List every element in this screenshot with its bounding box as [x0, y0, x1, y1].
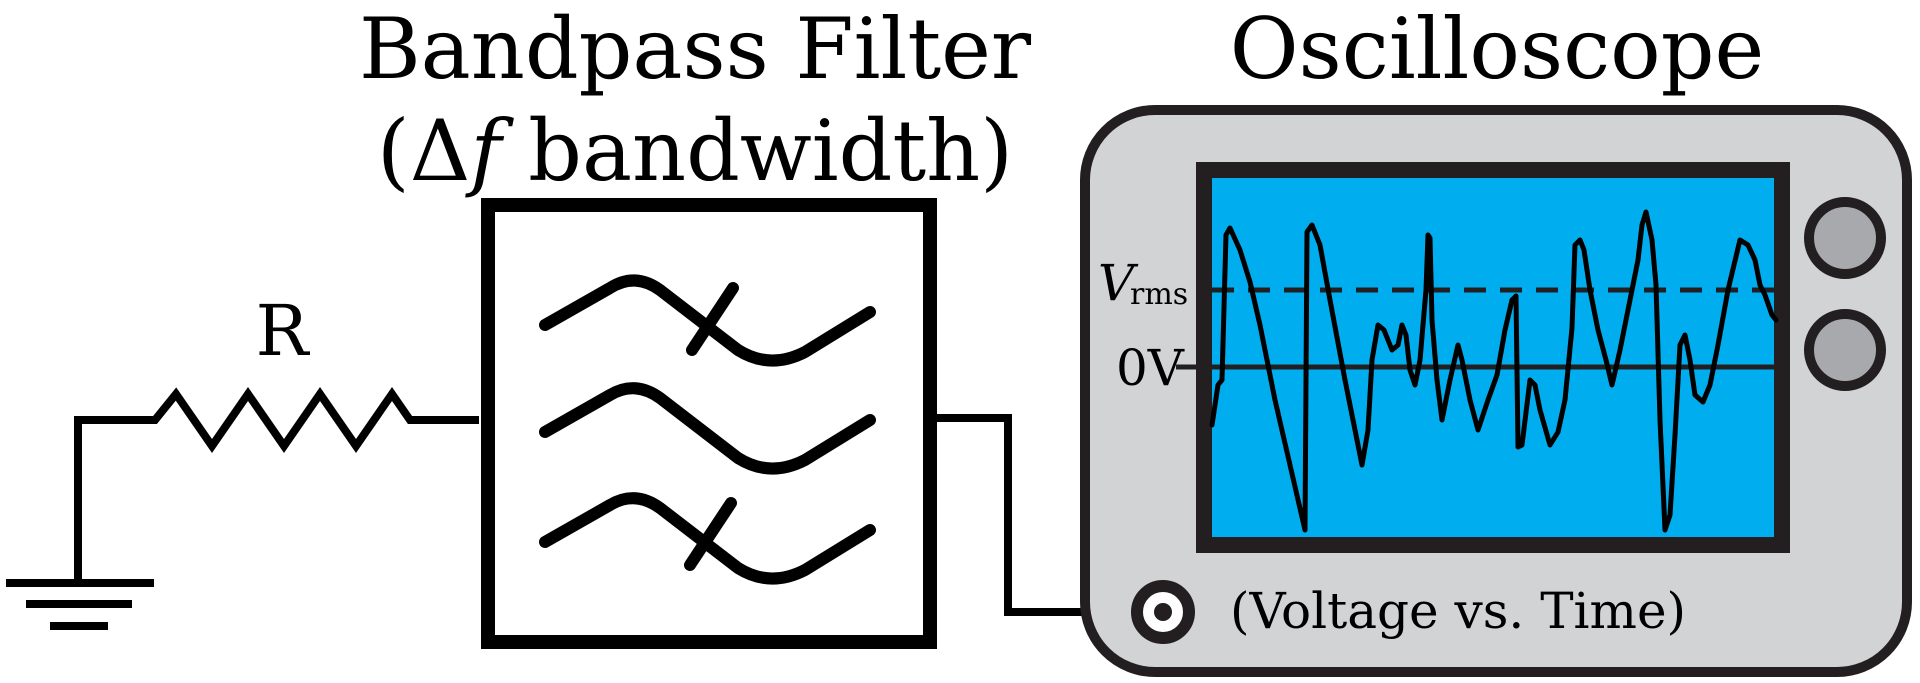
zero-volt-label: 0V — [1116, 339, 1185, 397]
vrms-label: V — [1098, 254, 1139, 312]
oscilloscope-screen — [1196, 162, 1790, 553]
input-jack-icon — [1131, 580, 1195, 644]
resistor-icon — [74, 386, 479, 454]
scope-caption: (Voltage vs. Time) — [1230, 582, 1686, 640]
oscilloscope-title: Oscilloscope — [1230, 0, 1764, 98]
delta-symbol: Δ — [410, 102, 471, 200]
filter-subtitle: (Δf bandwidth) — [377, 102, 1013, 200]
filter-title: Bandpass Filter — [359, 0, 1032, 98]
ground-icon — [6, 416, 154, 630]
noise-trace — [1209, 209, 1779, 533]
oscilloscope-knob-upper[interactable] — [1804, 197, 1886, 279]
oscilloscope-knob-lower[interactable] — [1804, 309, 1886, 391]
vrms-label-main: V — [1098, 254, 1139, 312]
filter-subtitle-rest: bandwidth) — [501, 102, 1013, 200]
bandpass-filter-icon — [539, 274, 876, 585]
resistor-label: R — [256, 290, 311, 372]
filter-subtitle-open: ( — [377, 102, 410, 200]
vrms-label-subscript: rms — [1130, 277, 1188, 312]
output-wire — [931, 414, 1142, 616]
